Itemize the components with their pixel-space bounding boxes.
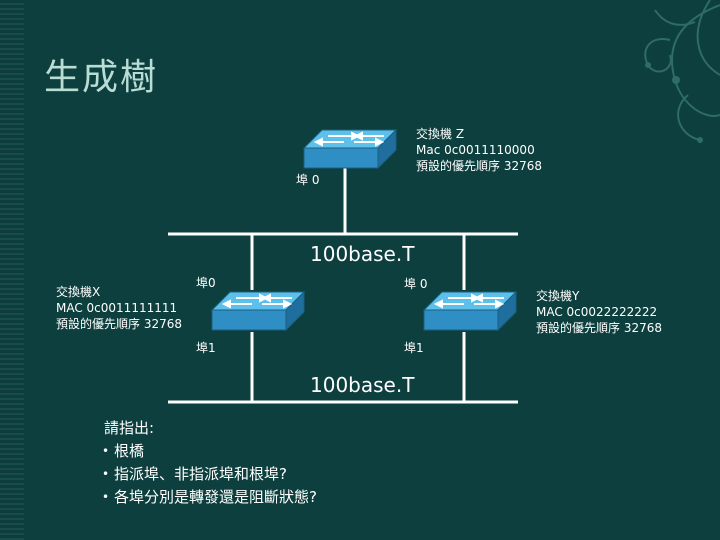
- switch-x-info: 交換機X MAC 0c0011111111 預設的優先順序 32768: [56, 284, 182, 332]
- question-item-root-bridge: 根橋: [102, 440, 317, 463]
- switch-x-port1: 埠1: [196, 341, 216, 355]
- switch-z-info: 交換機 Z Mac 0c0011110000 預設的優先順序 32768: [416, 126, 542, 174]
- question-item-port-roles: 指派埠、非指派埠和根埠?: [102, 463, 317, 486]
- switch-x-icon: [210, 290, 306, 332]
- switch-y-icon: [422, 290, 518, 332]
- top-segment-label: 100base.T: [310, 242, 415, 266]
- switch-z-priority: 預設的優先順序 32768: [416, 159, 542, 173]
- switch-y-name: 交換機Y: [536, 289, 580, 303]
- page-title: 生成樹: [44, 57, 159, 98]
- question-heading: 請指出:: [104, 419, 155, 437]
- bottom-segment-label: 100base.T: [310, 373, 415, 397]
- switch-z-port0: 埠 0: [296, 173, 320, 187]
- question-item-port-states: 各埠分別是轉發還是阻斷狀態?: [102, 486, 317, 509]
- switch-y-priority: 預設的優先順序 32768: [536, 321, 662, 335]
- left-decorative-stripe: [0, 0, 24, 540]
- question-list: 根橋 指派埠、非指派埠和根埠? 各埠分別是轉發還是阻斷狀態?: [102, 440, 317, 509]
- switch-x-name: 交換機X: [56, 285, 101, 299]
- switch-y-mac: MAC 0c0022222222: [536, 305, 658, 319]
- switch-x-mac: MAC 0c0011111111: [56, 301, 178, 315]
- floral-ornament-icon: [644, 0, 720, 143]
- switch-z-mac: Mac 0c0011110000: [416, 143, 535, 157]
- switch-y-port0: 埠 0: [404, 277, 428, 291]
- switch-x-priority: 預設的優先順序 32768: [56, 317, 182, 331]
- question-block: 請指出: 根橋 指派埠、非指派埠和根埠? 各埠分別是轉發還是阻斷狀態?: [102, 417, 317, 509]
- switch-z-name: 交換機 Z: [416, 127, 465, 141]
- switch-y-info: 交換機Y MAC 0c0022222222 預設的優先順序 32768: [536, 288, 662, 336]
- switch-x-port0: 埠0: [196, 276, 216, 290]
- switch-y-port1: 埠1: [404, 341, 424, 355]
- switch-z-icon: [302, 128, 398, 170]
